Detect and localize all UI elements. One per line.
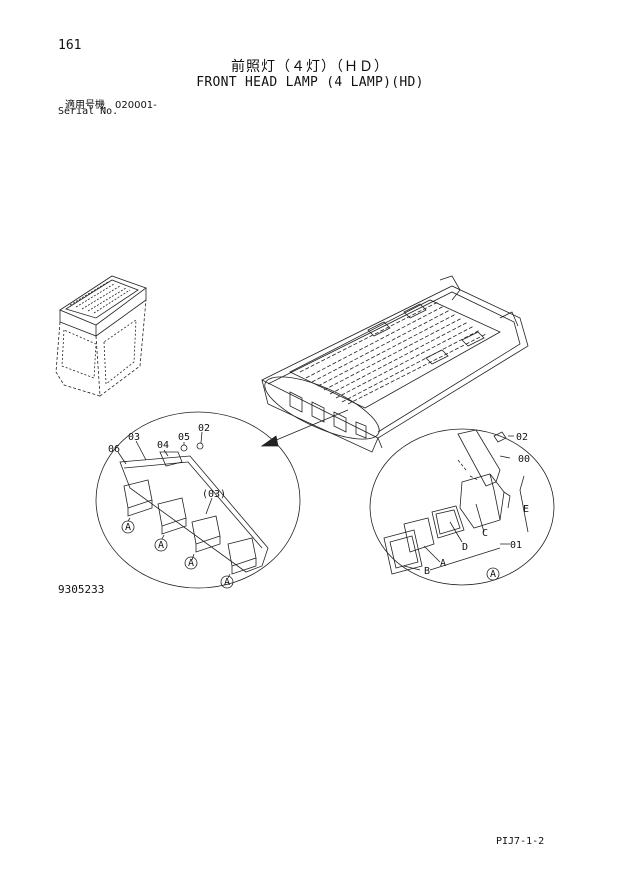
label-01: 01 — [510, 540, 522, 551]
label-b: B — [424, 566, 430, 577]
cab-overview-illustration — [55, 275, 147, 397]
label-02-right: 02 — [516, 432, 528, 443]
lamp-bracket-assembly — [117, 431, 269, 579]
title-english: FRONT HEAD LAMP (4 LAMP)(HD) — [196, 75, 424, 90]
ref-circle-a-right — [486, 567, 500, 581]
ref-circle-a-4 — [220, 575, 234, 589]
serial-label-english: Serial No. — [58, 106, 119, 117]
label-04: 04 — [157, 440, 169, 451]
ref-circle-a-2 — [154, 538, 168, 552]
title-japanese: 前照灯（４灯）（ＨＤ） — [231, 59, 389, 75]
label-05: 05 — [178, 432, 190, 443]
detail-ellipse-right — [369, 428, 555, 586]
serial-label-japanese: 適用号機 020001- — [65, 100, 157, 111]
ref-circle-a-3 — [184, 556, 198, 570]
label-a-2: A — [158, 540, 164, 551]
page-code: PIJ7-1-2 — [496, 836, 545, 847]
label-00: 00 — [518, 454, 530, 465]
label-a-right-inline: A — [440, 558, 446, 569]
detail-ellipse-left — [95, 411, 301, 589]
lamp-exploded-view — [383, 429, 529, 575]
label-c: C — [482, 528, 488, 539]
label-e: E — [523, 504, 529, 515]
detail-pointer-arrowhead — [260, 435, 279, 447]
label-d: D — [462, 542, 468, 553]
roof-frame-illustration — [261, 275, 529, 453]
label-03: 03 — [128, 432, 140, 443]
label-a-4: A — [224, 577, 230, 588]
label-a-right-circle: A — [490, 569, 496, 580]
ref-circle-a-1 — [121, 520, 135, 534]
drawing-number: 9305233 — [58, 583, 105, 596]
label-03-paren: (03) — [202, 489, 226, 500]
label-02: 02 — [198, 423, 210, 434]
page-number: 161 — [58, 38, 82, 53]
label-a-1: A — [125, 522, 131, 533]
label-a-3: A — [188, 558, 194, 569]
label-06: 06 — [108, 444, 120, 455]
